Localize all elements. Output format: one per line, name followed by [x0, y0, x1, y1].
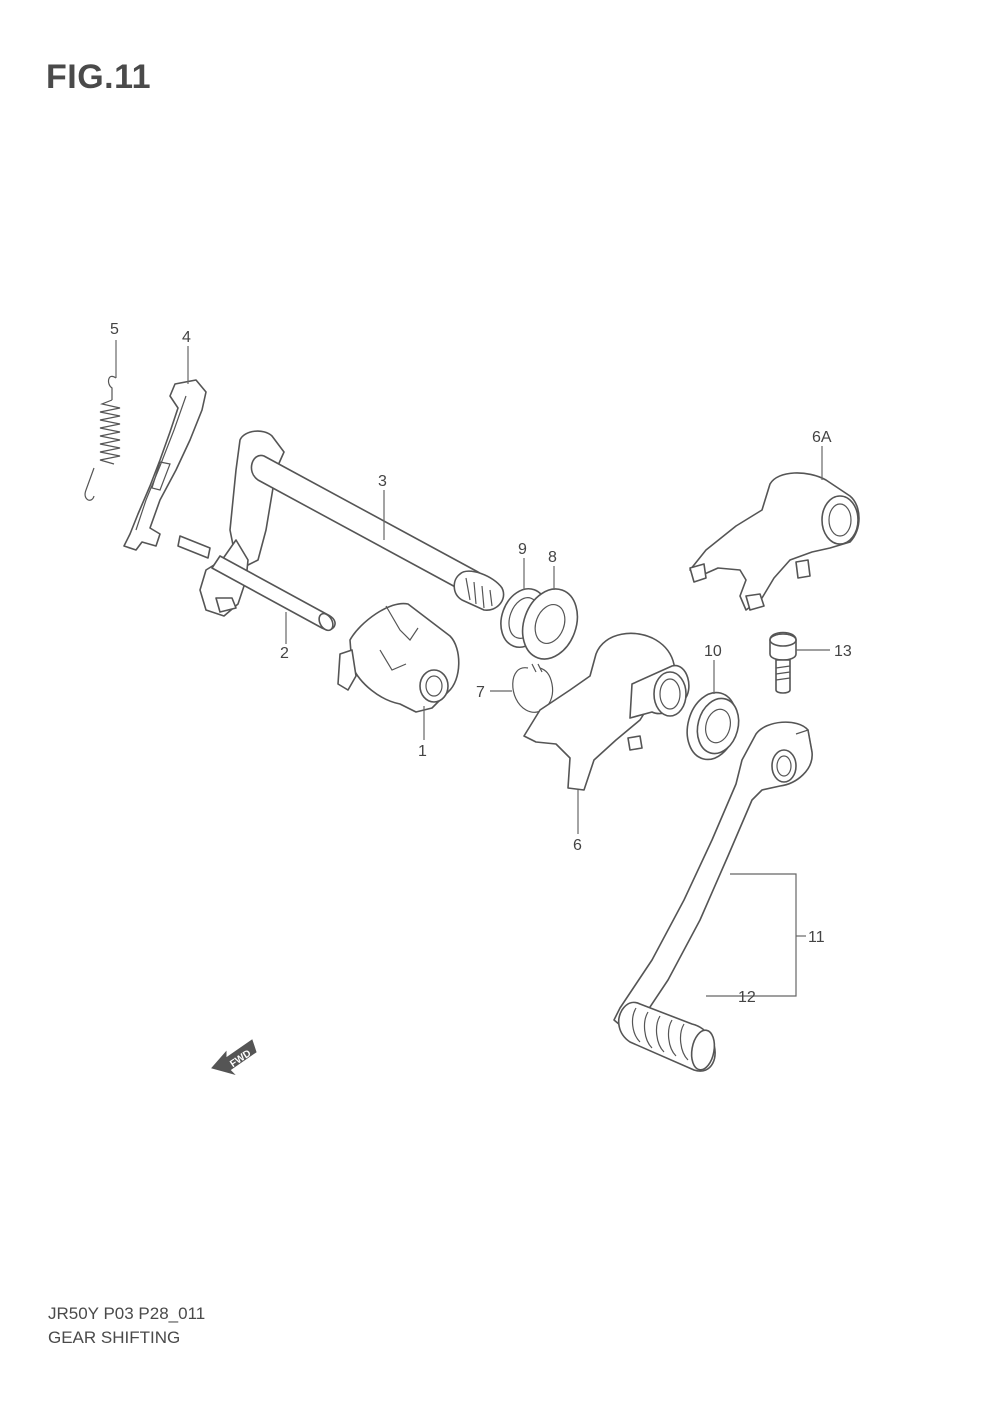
callout-11[interactable]: 11: [808, 929, 825, 946]
callout-10[interactable]: 10: [704, 643, 722, 660]
callout-6a[interactable]: 6A: [812, 429, 832, 446]
callout-3[interactable]: 3: [378, 473, 387, 490]
gearshift-shaft-part-3[interactable]: [199, 430, 505, 617]
callout-1[interactable]: 1: [418, 743, 427, 760]
fwd-arrow-icon: FWD: [211, 1039, 257, 1075]
gearshift-cam-part-1[interactable]: [337, 602, 460, 713]
figure-title: FIG.11: [46, 58, 152, 96]
leader-lines: [115, 340, 830, 997]
callout-9[interactable]: 9: [518, 541, 527, 558]
bearing-part-10[interactable]: [680, 687, 745, 765]
shift-fork-part-6a[interactable]: [689, 472, 860, 611]
rubber-part-12[interactable]: [617, 1001, 718, 1072]
callout-2[interactable]: 2: [280, 645, 289, 662]
shaft-part-2[interactable]: [177, 535, 336, 633]
callout-13[interactable]: 13: [834, 643, 852, 660]
bolt-part-13[interactable]: [769, 631, 797, 694]
stopper-plate-part-4[interactable]: [123, 379, 207, 551]
callout-7[interactable]: 7: [476, 684, 485, 701]
model-code: JR50Y P03 P28_011: [48, 1304, 206, 1323]
callout-4[interactable]: 4: [182, 329, 191, 346]
callout-5[interactable]: 5: [110, 321, 119, 338]
gearshift-lever-part-11[interactable]: [613, 721, 813, 1031]
washer-part-8[interactable]: [513, 581, 586, 666]
spring-part-5[interactable]: [84, 375, 121, 501]
callout-labels: 5 4 3 2 1 9 8 7 6 10 6A 13 11 12: [110, 321, 852, 1006]
shift-fork-part-6[interactable]: [523, 632, 690, 791]
figure-name: GEAR SHIFTING: [48, 1328, 181, 1347]
callout-8[interactable]: 8: [548, 549, 557, 566]
callout-12[interactable]: 12: [738, 989, 756, 1006]
callout-6[interactable]: 6: [573, 837, 582, 854]
